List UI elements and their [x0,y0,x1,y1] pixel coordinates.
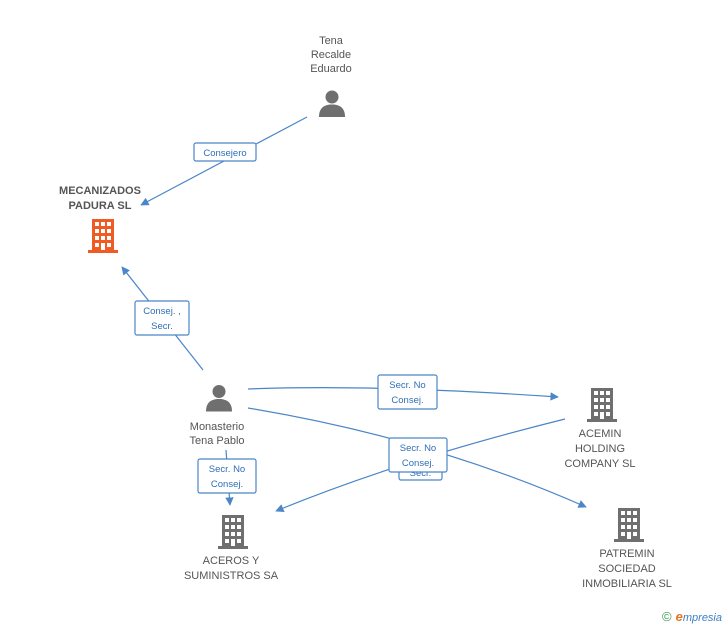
node-aceros-suministros[interactable]: ACEROS Y SUMINISTROS SA [184,515,279,582]
building-icon [218,515,248,549]
node-label-line: Monasterio [190,421,244,433]
node-monasterio-tena-pablo[interactable]: Monasterio Tena Pablo [189,385,245,447]
edges [121,116,587,513]
person-icon [206,385,232,412]
node-label-line: ACEROS Y [203,555,260,567]
building-icon [614,508,644,542]
node-label-line: PATREMIN [599,548,654,560]
edge-label-text: Consej. , [143,306,181,317]
edge-label-text: Secr. No [209,464,245,475]
empresia-logo[interactable]: ©empresia [662,609,722,624]
node-label-line: Tena [319,35,344,47]
edge-label-text: Secr. [410,468,432,479]
node-label-line: PADURA SL [69,200,132,212]
node-acemin-holding[interactable]: ACEMIN HOLDING COMPANY SL [564,388,636,470]
node-label-line: SOCIEDAD [598,563,656,575]
node-patremin-sociedad[interactable]: PATREMIN SOCIEDAD INMOBILIARIA SL [582,508,672,590]
person-icon [319,90,345,117]
building-icon [88,219,118,253]
node-mecanizados-padura[interactable]: MECANIZADOS PADURA SL [59,185,141,253]
node-label-line: ACEMIN [579,428,622,440]
brand-e: e [675,609,683,624]
edge-label-text: Consej. [211,479,243,490]
copyright-icon: © [662,609,672,624]
edge-label-consej-secr[interactable]: Consej. , Secr. [134,300,190,336]
node-label-line: SUMINISTROS SA [184,570,279,582]
edge-label-consejero[interactable]: Consejero [193,142,257,162]
edge-label-text: Consej. [402,458,434,469]
node-label-line: Eduardo [310,63,352,75]
node-label-line: Recalde [311,49,351,61]
brand-name: mpresia [682,612,722,624]
node-label-line: Tena Pablo [189,435,244,447]
node-label-line: MECANIZADOS [59,185,141,197]
node-tena-recalde-eduardo[interactable]: Tena Recalde Eduardo [310,35,352,117]
edge-label-text: Consejero [203,148,246,159]
building-icon [587,388,617,422]
edge-label-text: Secr. [151,321,173,332]
edge-label-monasterio-acemin[interactable]: Secr. No Consej. [377,374,438,410]
node-label-line: HOLDING [575,443,625,455]
node-label-line: COMPANY SL [564,458,635,470]
edge-label-monasterio-aceros[interactable]: Secr. No Consej. [197,458,257,494]
edge-label-text: Secr. No [389,380,425,391]
node-label-line: INMOBILIARIA SL [582,578,672,590]
edge-label-monasterio-patremin[interactable]: Secr. No Consej. [388,437,448,473]
edge-label-text: Secr. No [400,443,436,454]
edge-label-text: Consej. [391,395,423,406]
